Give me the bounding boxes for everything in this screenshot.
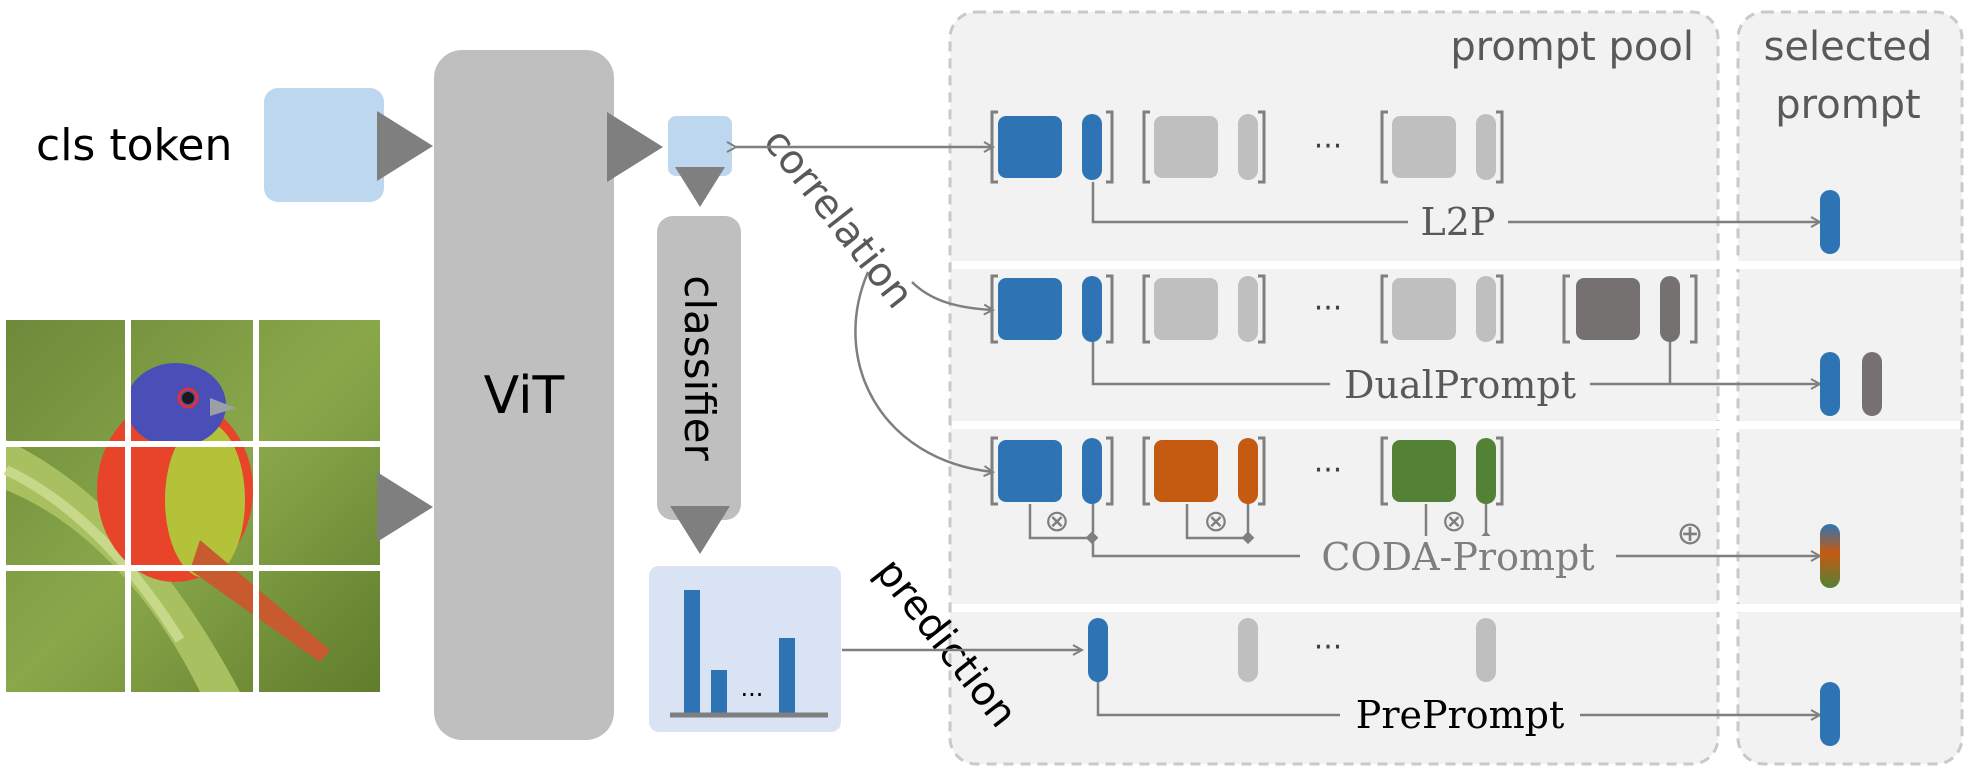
histogram-bar-2	[711, 670, 727, 714]
cls-token-label: cls token	[36, 120, 232, 171]
coda-ellipsis: ···	[1314, 453, 1343, 488]
coda-prompt-label: CODA-Prompt	[1321, 535, 1594, 579]
l2p-ellipsis: ···	[1314, 129, 1343, 164]
prompt-pool-title: prompt pool	[1450, 24, 1694, 70]
cls-token-box	[264, 88, 384, 202]
preprompt-label: PrePrompt	[1356, 693, 1564, 737]
coda-prompt-row: ··· ⊗ ⊗ ⊗ ⊕ CODA-Prompt	[990, 436, 1840, 588]
dualprompt-ellipsis: ···	[1314, 291, 1343, 326]
selected-prompt-title-line2: prompt	[1775, 82, 1920, 128]
cls-feature-box	[668, 116, 732, 176]
otimes-symbol-1: ⊗	[1044, 504, 1069, 539]
preprompt-ellipsis: ···	[1314, 630, 1343, 665]
classifier-label: classifier	[675, 275, 724, 461]
selected-prompt-panel	[1736, 10, 1964, 766]
dualprompt-row: ··· DualPrompt	[990, 274, 1882, 416]
otimes-symbol-3: ⊗	[1441, 504, 1466, 539]
connectors	[736, 147, 1820, 715]
selected-prompt-title-line1: selected	[1764, 24, 1933, 70]
histogram-bar-1	[684, 590, 700, 714]
row-separators	[952, 261, 1960, 612]
preprompt-row: ··· PrePrompt	[1088, 618, 1840, 746]
vit-label: ViT	[484, 366, 565, 426]
histogram-ellipsis: ...	[741, 674, 764, 702]
vit-block	[434, 50, 614, 740]
dualprompt-label: DualPrompt	[1344, 363, 1576, 407]
oplus-symbol: ⊕	[1677, 514, 1704, 552]
prediction-histogram: ...	[649, 566, 841, 732]
otimes-symbol-2: ⊗	[1203, 504, 1228, 539]
bird-image	[3, 320, 380, 692]
classifier-block	[657, 216, 741, 520]
correlation-label: correlation	[754, 120, 922, 317]
histogram-bar-3	[779, 638, 795, 714]
l2p-label: L2P	[1421, 200, 1496, 244]
l2p-row: ··· L2P	[990, 110, 1840, 254]
